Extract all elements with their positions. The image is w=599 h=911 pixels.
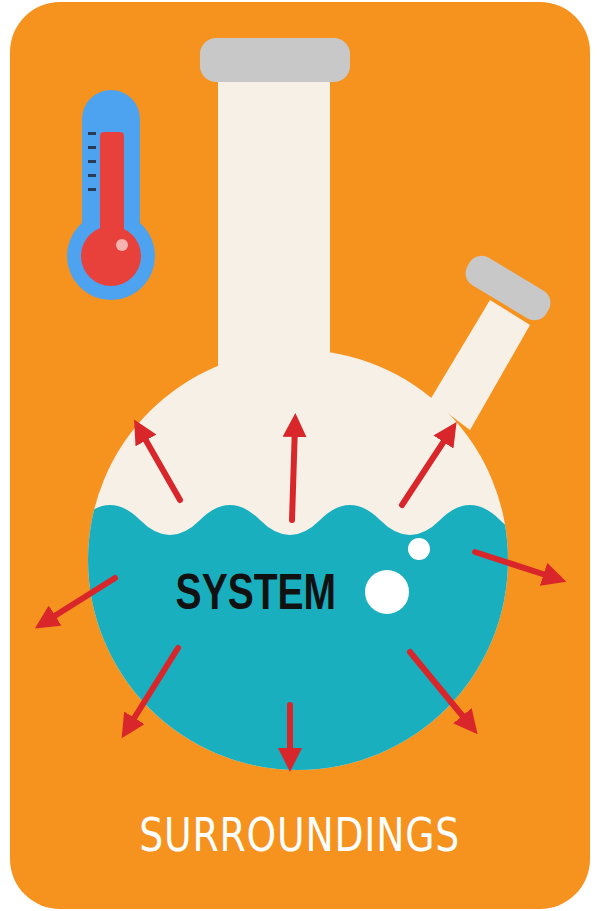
thermometer (67, 90, 155, 300)
heat-arrows (45, 425, 555, 760)
surroundings-panel-node: SURROUNDINGS SYSTEM (10, 2, 590, 909)
surroundings-panel (10, 2, 590, 909)
surroundings-label: SURROUNDINGS (140, 812, 461, 858)
label-row: SURROUNDINGS (10, 812, 590, 858)
system-label-box: SYSTEM (147, 563, 365, 621)
round-bottom-flask (80, 38, 556, 790)
label-row: SYSTEM (147, 567, 365, 617)
system-label: SYSTEM (176, 567, 336, 617)
